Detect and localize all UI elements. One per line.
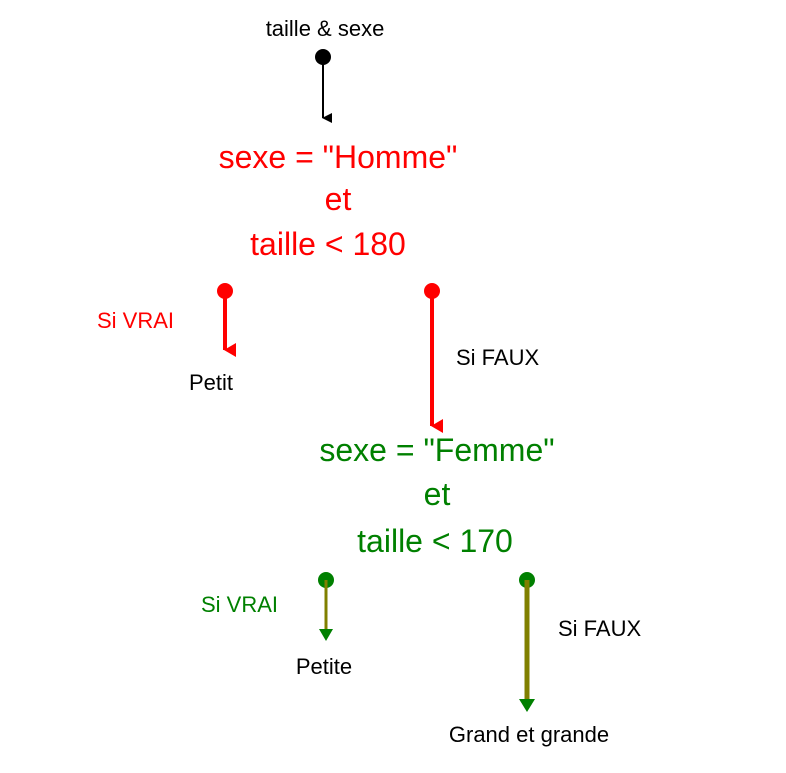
branch-2-false-result: Grand et grande bbox=[449, 722, 609, 747]
condition-2-line-1: sexe = "Femme" bbox=[319, 432, 554, 468]
condition-2-line-2: et bbox=[424, 476, 451, 512]
branch-1-false-arrow bbox=[424, 283, 443, 433]
branch-2-false-arrow bbox=[519, 572, 535, 712]
branch-2-false-label: Si FAUX bbox=[558, 616, 641, 641]
input-label: taille & sexe bbox=[266, 16, 385, 41]
branch-1-false-label: Si FAUX bbox=[456, 345, 539, 370]
input-arrow bbox=[315, 49, 332, 123]
condition-2-line-3: taille < 170 bbox=[357, 523, 513, 559]
branch-2-true-arrowhead bbox=[319, 629, 333, 641]
branch-1-true-label: Si VRAI bbox=[97, 308, 174, 333]
condition-1-line-2: et bbox=[325, 181, 352, 217]
condition-1-line-3: taille < 180 bbox=[250, 226, 406, 262]
branch-2-true-arrow bbox=[318, 572, 334, 641]
branch-1-true-arrow bbox=[217, 283, 236, 357]
branch-2-true-label: Si VRAI bbox=[201, 592, 278, 617]
branch-2-true-result: Petite bbox=[296, 654, 352, 679]
branch-2-false-arrowhead bbox=[519, 699, 535, 712]
condition-1: sexe = "Homme" et taille < 180 bbox=[219, 139, 458, 262]
branch-1-true-result: Petit bbox=[189, 370, 233, 395]
condition-2: sexe = "Femme" et taille < 170 bbox=[319, 432, 554, 559]
condition-1-line-1: sexe = "Homme" bbox=[219, 139, 458, 175]
